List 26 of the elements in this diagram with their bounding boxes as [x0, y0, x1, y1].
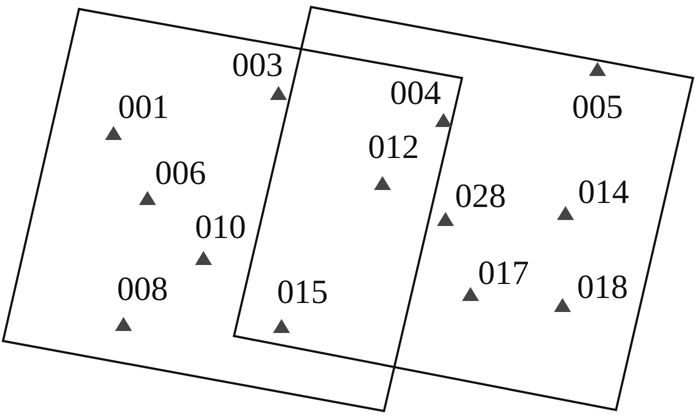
- point-label: 015: [277, 276, 328, 310]
- triangle-icon: [374, 176, 390, 190]
- triangle-icon: [194, 251, 212, 265]
- point-label: 014: [578, 176, 629, 210]
- triangle-icon: [270, 86, 286, 100]
- triangle-icon: [554, 298, 570, 312]
- triangle-icon: [114, 317, 132, 331]
- point-label: 028: [455, 180, 506, 214]
- point-label: 005: [572, 91, 623, 125]
- point-label: 004: [390, 77, 441, 111]
- point-label: 008: [117, 273, 168, 307]
- point-label: 010: [195, 211, 246, 245]
- point-label: 018: [577, 271, 628, 305]
- point-label: 012: [368, 131, 419, 165]
- triangle-icon: [588, 62, 606, 76]
- point-label: 017: [478, 257, 529, 291]
- point-label: 001: [118, 91, 169, 125]
- triangle-icon: [436, 212, 454, 226]
- triangle-icon: [272, 319, 290, 333]
- triangle-icon: [556, 206, 574, 220]
- triangle-icon: [138, 191, 156, 205]
- point-label: 003: [232, 49, 283, 83]
- triangle-icon: [434, 113, 452, 127]
- point-label: 006: [155, 157, 206, 191]
- triangle-icon: [462, 287, 478, 301]
- triangle-icon: [104, 126, 122, 140]
